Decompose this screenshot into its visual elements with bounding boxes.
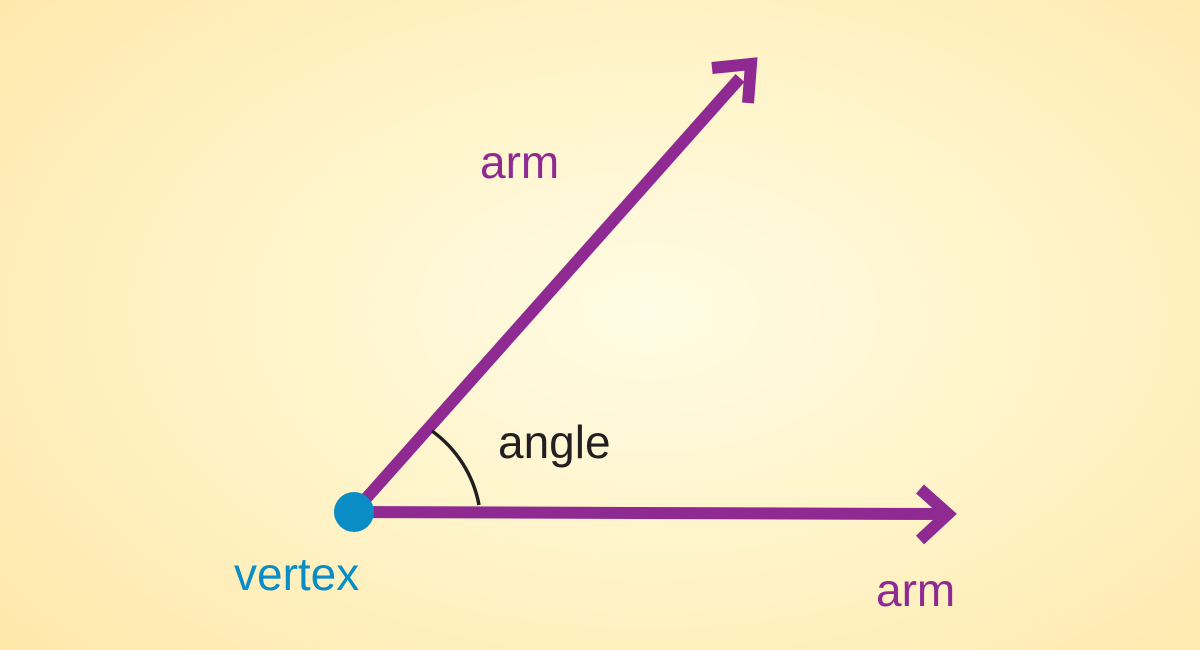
- lower-arm-arrowhead: [915, 484, 957, 545]
- lower-arm-label: arm: [876, 564, 955, 616]
- angle-label: angle: [498, 416, 611, 468]
- upper-arm-arrowhead: [711, 57, 758, 104]
- vertex-dot: [334, 492, 374, 532]
- lower-arm-ray: [353, 506, 945, 520]
- angle-arc: [430, 429, 481, 506]
- vertex-label: vertex: [234, 548, 359, 600]
- upper-arm-ray: [349, 74, 745, 516]
- upper-arm-label: arm: [480, 136, 559, 188]
